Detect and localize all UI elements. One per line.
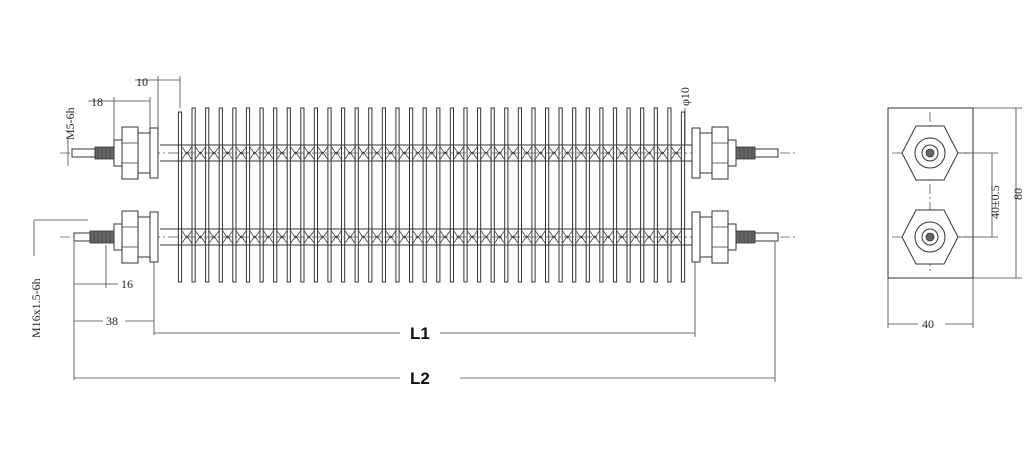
left-upper-terminal	[71, 126, 159, 180]
thread-m5-callout: M5-6h	[63, 107, 77, 166]
dimension-l1: L1	[154, 262, 696, 343]
side-upper-nut	[901, 125, 959, 181]
fin	[422, 107, 427, 283]
fin	[545, 107, 550, 283]
fin	[381, 107, 386, 283]
fin	[286, 107, 291, 283]
fin	[409, 107, 414, 283]
fin	[517, 107, 522, 283]
fin	[368, 107, 373, 283]
side-view-plate	[887, 107, 974, 279]
fin	[572, 107, 577, 283]
diameter-10-callout: φ10	[678, 87, 692, 145]
fin	[653, 107, 658, 283]
fin	[585, 107, 590, 283]
fin	[504, 107, 509, 283]
fin	[599, 107, 604, 283]
fin	[558, 107, 563, 283]
fin	[313, 107, 318, 283]
fin	[640, 107, 645, 283]
thread-m16-callout: M16x1.5-6h	[29, 219, 88, 338]
l2-label: L2	[410, 369, 430, 388]
fin	[490, 107, 495, 283]
dimension-10: 10	[135, 75, 181, 128]
thread-m5-text: M5-6h	[63, 107, 77, 140]
fin	[436, 107, 441, 283]
diameter-10-text: φ10	[678, 87, 692, 106]
dim-18-text: 18	[91, 95, 103, 109]
fin	[191, 107, 196, 283]
dimension-16: 16	[74, 245, 133, 291]
fin	[354, 107, 359, 283]
fin	[327, 107, 332, 283]
fin	[477, 107, 482, 283]
fin	[463, 107, 468, 283]
fin	[232, 107, 237, 283]
left-lower-terminal	[73, 210, 159, 264]
fin	[245, 107, 251, 283]
fin	[273, 107, 278, 283]
side-lower-nut	[901, 209, 959, 265]
height-80-text: 80	[1011, 188, 1024, 200]
width-40-text: 40	[922, 317, 934, 331]
fin	[259, 107, 264, 283]
fin	[218, 107, 223, 283]
fin	[612, 107, 618, 283]
dimension-l2: L2	[74, 242, 776, 388]
lower-tube	[160, 228, 692, 246]
spacing-40-text: 40±0.5	[988, 185, 1002, 219]
l1-label: L1	[410, 324, 430, 343]
right-upper-terminal	[691, 126, 779, 180]
fin	[177, 111, 183, 283]
fin	[680, 111, 686, 283]
dim-10-text: 10	[136, 75, 148, 89]
tube-zigzag	[181, 146, 682, 160]
upper-tube	[160, 144, 692, 162]
fin	[205, 107, 210, 283]
dimension-18: 18	[88, 95, 151, 140]
tube-zigzag	[181, 230, 682, 244]
dimension-38: 38	[73, 242, 155, 380]
fin	[300, 107, 305, 283]
thread-m16-text: M16x1.5-6h	[29, 278, 43, 338]
side-view	[887, 107, 1022, 328]
fin	[449, 107, 454, 283]
fin	[626, 107, 631, 283]
dim-38-text: 38	[106, 314, 118, 328]
fin-array	[177, 107, 686, 283]
fin	[531, 107, 536, 283]
fin	[341, 107, 346, 283]
dim-16-text: 16	[121, 277, 133, 291]
fin	[667, 107, 672, 283]
tube-wire-pattern	[181, 146, 682, 244]
fin	[395, 107, 400, 283]
right-lower-terminal	[691, 210, 779, 264]
